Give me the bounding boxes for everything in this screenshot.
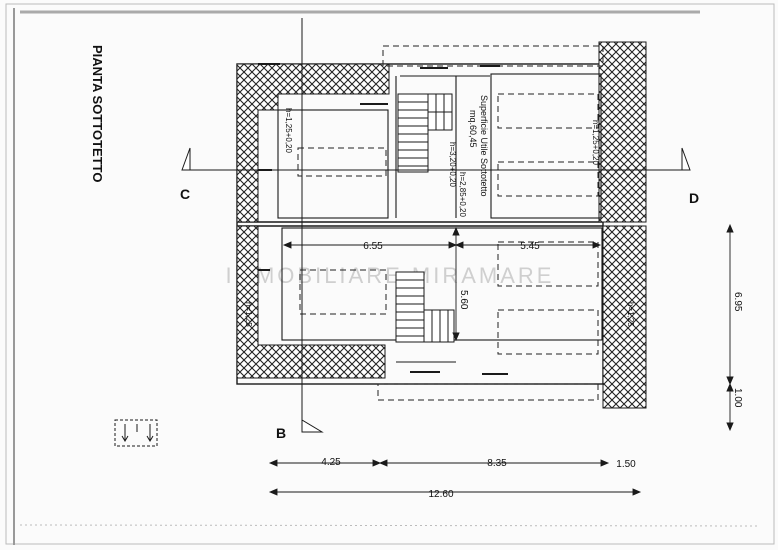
staircase-upper — [397, 93, 453, 173]
window-marks — [258, 63, 508, 375]
hatch-bottom-right — [602, 225, 647, 409]
dim-bottom-b: 8.35 — [487, 458, 507, 469]
dim-right-lower: 1.00 — [732, 388, 743, 408]
section-label-b: B — [276, 425, 286, 441]
height-right-top: h=1,25+0,20 — [591, 120, 600, 165]
hatch-bottom-left — [236, 225, 386, 379]
staircase-lower — [395, 271, 455, 343]
height-right-bottom: h=1,25 — [626, 302, 635, 327]
dim-right-upper: 6.95 — [732, 292, 743, 312]
scan-bottom-edge — [19, 524, 761, 527]
height-stair: h=3,20+0,20 — [448, 142, 457, 187]
dim-inner-vertical: 5.60 — [458, 290, 469, 310]
bottom-dimension-lines — [268, 459, 642, 496]
section-label-d: D — [689, 190, 699, 206]
dim-inner-left: 6.55 — [363, 241, 383, 252]
surface-note-line2: mq.60,45 — [468, 110, 478, 148]
watermark-text: IMMOBILIARE MIRAMARE — [226, 263, 555, 288]
sheet-border — [5, 3, 775, 545]
dim-bottom-c: 1.50 — [616, 459, 636, 470]
hatch-top-right — [598, 41, 647, 223]
dim-inner-right: 5.45 — [520, 241, 540, 252]
plan-title: PIANTA SOTTOTETTO — [90, 45, 105, 182]
interior-dimension-lines — [282, 226, 602, 342]
dim-bottom-a: 4.25 — [321, 457, 341, 468]
surface-note-line1: Superficie Utile Sottotetto — [479, 95, 489, 197]
right-dimension-line — [726, 223, 734, 432]
section-label-c: C — [180, 186, 190, 202]
arrow-legend-icon — [114, 419, 158, 447]
dashed-projections — [297, 45, 604, 401]
hatched-zones — [236, 41, 647, 409]
height-left-bottom: h=1,25 — [244, 302, 253, 327]
height-center: h=2,85+0,20 — [458, 172, 467, 217]
height-left-top: h=1,25+0,20 — [284, 108, 293, 153]
hatch-top-left — [236, 63, 390, 223]
dim-bottom-total: 12.60 — [428, 489, 453, 500]
section-lines — [181, 18, 691, 433]
